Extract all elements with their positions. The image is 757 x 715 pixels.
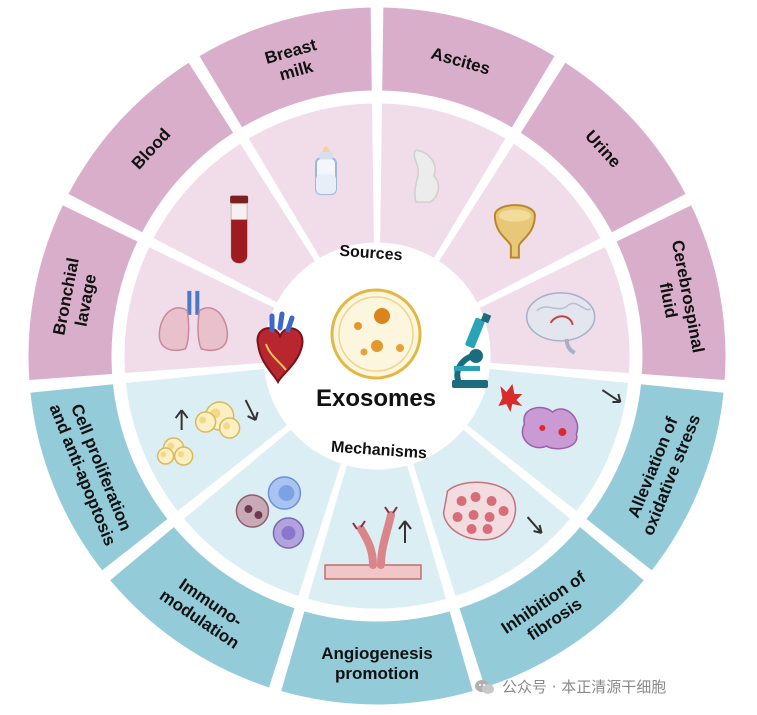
sources-ring-label: Sources [339,243,403,264]
blood-tube-icon [230,195,249,264]
microscope-icon [452,312,492,388]
ring-divider [26,362,728,390]
center-disc: Sources Mechanisms Exosomes [256,243,492,468]
watermark: 公众号 · 本正清源干细胞 [474,676,666,697]
blood-vessel-icon [324,506,422,580]
immune-cells-icon [235,476,305,549]
ros-cell-icon [498,384,622,450]
wechat-icon [475,679,494,694]
bladder-icon [493,204,536,259]
fibrotic-tissue-icon [442,481,543,541]
source-sector [195,4,377,262]
proliferating-cells-icon [156,399,259,466]
brain-icon [525,292,596,355]
watermark-text: 公众号 · 本正清源干细胞 [502,678,667,696]
center-title: Exosomes [316,385,436,412]
exosome-vesicle-icon [330,288,422,380]
icons-layer [156,146,622,580]
lungs-icon [158,290,229,352]
mechanisms-ring-label: Mechanisms [330,439,427,463]
source-sector [377,4,559,262]
baby-bottle-icon [314,146,337,196]
heart-icon [256,311,304,385]
abdomen-icon [413,149,440,203]
segments-layer [25,4,729,708]
